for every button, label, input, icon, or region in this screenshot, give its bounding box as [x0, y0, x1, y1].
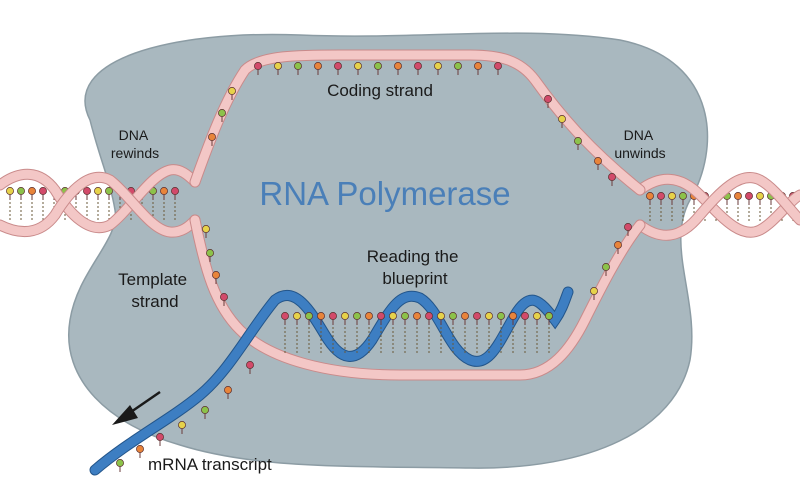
- helix-nucleotide: [509, 312, 517, 320]
- helix-nucleotide: [413, 312, 421, 320]
- dna-strand-left-b: [0, 173, 200, 237]
- base-pairs-transcription: [281, 312, 553, 355]
- coding-nucleotide: [228, 87, 236, 95]
- coding-nucleotide: [274, 62, 282, 70]
- template-nucleotide: [602, 263, 610, 271]
- coding-strand: [190, 50, 645, 195]
- helix-nucleotide: [533, 312, 541, 320]
- template-nucleotide: [202, 225, 210, 233]
- helix-nucleotide: [437, 312, 445, 320]
- helix-nucleotide: [485, 312, 493, 320]
- mrna-nucleotide: [136, 445, 144, 453]
- helix-nucleotide: [281, 312, 289, 320]
- helix-nucleotide: [461, 312, 469, 320]
- helix-nucleotide: [353, 312, 361, 320]
- coding-nucleotide: [374, 62, 382, 70]
- coding-nucleotide: [254, 62, 262, 70]
- label-reading-blueprint: Reading the blueprint: [367, 247, 463, 288]
- coding-nucleotide: [574, 137, 582, 145]
- helix-nucleotide: [305, 312, 313, 320]
- coding-nucleotide: [594, 157, 602, 165]
- helix-nucleotide: [646, 192, 654, 200]
- helix-nucleotide: [17, 187, 25, 195]
- template-nucleotide: [614, 241, 622, 249]
- mrna-nucleotide: [246, 361, 254, 369]
- dna-helix-left: [0, 164, 201, 238]
- helix-nucleotide: [734, 192, 742, 200]
- helix-nucleotide: [341, 312, 349, 320]
- dna-strand-right-b: [635, 173, 800, 240]
- helix-nucleotide: [497, 312, 505, 320]
- coding-nucleotide: [294, 62, 302, 70]
- coding-nucleotide: [544, 95, 552, 103]
- helix-nucleotide: [756, 192, 764, 200]
- coding-nucleotide: [354, 62, 362, 70]
- coding-nucleotide: [558, 115, 566, 123]
- mrna-nucleotide: [116, 459, 124, 467]
- helix-nucleotide: [39, 187, 47, 195]
- helix-nucleotide: [105, 187, 113, 195]
- coding-nucleotide: [314, 62, 322, 70]
- label-coding-strand: Coding strand: [327, 81, 433, 100]
- coding-nucleotide: [494, 62, 502, 70]
- helix-nucleotide: [679, 192, 687, 200]
- coding-nucleotide: [394, 62, 402, 70]
- coding-nucleotide: [218, 109, 226, 117]
- arrow-icon: [112, 390, 161, 425]
- mrna-nucleotide: [156, 433, 164, 441]
- dna-strand-right-a: [635, 174, 800, 237]
- helix-nucleotide: [745, 192, 753, 200]
- helix-nucleotide: [668, 192, 676, 200]
- template-nucleotide: [212, 271, 220, 279]
- helix-nucleotide: [317, 312, 325, 320]
- coding-nucleotide: [334, 62, 342, 70]
- mrna-nucleotide: [178, 421, 186, 429]
- helix-nucleotide: [83, 187, 91, 195]
- helix-nucleotide: [657, 192, 665, 200]
- helix-nucleotide: [389, 312, 397, 320]
- helix-nucleotide: [449, 312, 457, 320]
- mrna-nucleotide: [224, 386, 232, 394]
- mrna-nucleotide: [201, 406, 209, 414]
- helix-nucleotide: [545, 312, 553, 320]
- helix-nucleotide: [473, 312, 481, 320]
- label-dna-rewinds: DNA rewinds: [111, 127, 159, 161]
- diagram-title: RNA Polymerase: [259, 175, 510, 212]
- helix-nucleotide: [377, 312, 385, 320]
- helix-nucleotide: [425, 312, 433, 320]
- mrna-bases: [116, 361, 254, 472]
- coding-nucleotide: [414, 62, 422, 70]
- template-nucleotide: [220, 293, 228, 301]
- helix-nucleotide: [171, 187, 179, 195]
- coding-nucleotide: [608, 173, 616, 181]
- helix-nucleotide: [401, 312, 409, 320]
- mrna-helix: [89, 286, 574, 476]
- coding-nucleotide: [454, 62, 462, 70]
- helix-nucleotide: [293, 312, 301, 320]
- helix-nucleotide: [521, 312, 529, 320]
- coding-strand-bases: [208, 62, 616, 186]
- dna-strand-left-a: [0, 165, 200, 232]
- template-nucleotide: [624, 223, 632, 231]
- helix-nucleotide: [28, 187, 36, 195]
- template-strand: [190, 215, 645, 380]
- dna-helix-right: [634, 172, 800, 241]
- template-nucleotide: [590, 287, 598, 295]
- label-template-strand: Template strand: [118, 270, 192, 311]
- mrna-strand: [90, 287, 573, 475]
- label-dna-unwinds: DNA unwinds: [614, 127, 665, 161]
- coding-nucleotide: [474, 62, 482, 70]
- template-nucleotide: [206, 249, 214, 257]
- helix-nucleotide: [160, 187, 168, 195]
- coding-nucleotide: [208, 133, 216, 141]
- template-strand-bases: [202, 223, 632, 306]
- label-mrna-transcript: mRNA transcript: [148, 455, 272, 474]
- helix-nucleotide: [365, 312, 373, 320]
- coding-nucleotide: [434, 62, 442, 70]
- helix-nucleotide: [6, 187, 14, 195]
- helix-nucleotide: [94, 187, 102, 195]
- helix-nucleotide: [329, 312, 337, 320]
